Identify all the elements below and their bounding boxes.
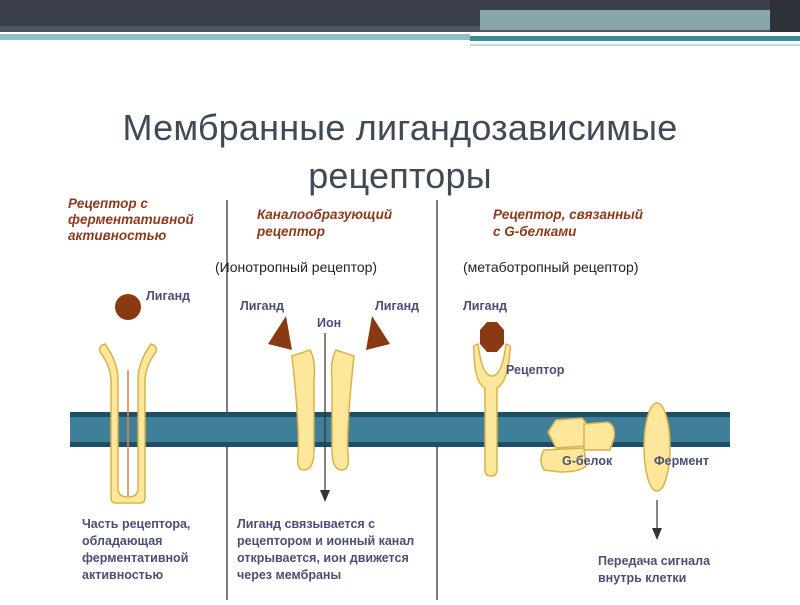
channel-ligand-left-label: Лиганд — [240, 299, 284, 313]
channel-subunit-right — [330, 349, 355, 471]
gprotein-desc-line-1: Передача сигнала — [598, 554, 711, 568]
gprotein-label: G-белок — [562, 454, 613, 468]
enzyme-label: Фермент — [654, 454, 709, 468]
top-teal-line-left — [0, 34, 470, 40]
channel-subtitle: (Ионотропный рецептор) — [215, 259, 377, 275]
channel-header-line-1: Каналообразующий — [257, 207, 393, 222]
channel-ion-label: Ион — [317, 316, 341, 330]
channel-desc-line-4: через мембраны — [237, 568, 341, 582]
top-corner-block — [770, 0, 800, 32]
top-accent-block — [480, 10, 770, 30]
enzymatic-header-line-2: ферментативной — [68, 212, 194, 227]
gprotein-header-line-1: Рецептор, связанный — [493, 207, 644, 222]
slide-title-line-2: рецепторы — [308, 155, 492, 196]
gprotein-header-line-2: с G-белками — [493, 224, 577, 239]
enzymatic-ligand — [115, 294, 141, 320]
enzymatic-desc-line-2: обладающая — [82, 534, 162, 548]
channel-header-line-2: рецептор — [256, 224, 325, 239]
cell-membrane — [70, 412, 730, 447]
gprotein-subtitle: (метаботропный рецептор) — [463, 259, 639, 275]
enzymatic-desc-line-4: активностью — [82, 568, 163, 582]
enzymatic-receptor — [98, 343, 158, 504]
channel-desc-line-2: рецептором и ионный канал — [237, 534, 414, 548]
column-enzymatic: Рецептор с ферментативной активностью Ли… — [68, 196, 194, 582]
channel-desc-line-3: открывается, ион движется — [237, 551, 409, 565]
slide-title-line-1: Мембранные лигандозависимые — [122, 107, 678, 148]
slide-title: Мембранные лигандозависимые рецепторы — [0, 104, 800, 200]
channel-ligand-right — [366, 316, 390, 350]
enzymatic-desc-line-3: ферментативной — [82, 551, 188, 565]
enzymatic-desc-line-1: Часть рецептора, — [82, 517, 190, 531]
gprotein-ligand-label: Лиганд — [463, 299, 507, 313]
channel-ligand-right-label: Лиганд — [375, 299, 419, 313]
top-thin-line — [470, 44, 800, 46]
column-gprotein: Рецептор, связанный с G-белками (метабот… — [463, 207, 711, 585]
top-decor-bar — [0, 0, 800, 46]
channel-ligand-left — [268, 316, 292, 350]
signal-arrowhead — [652, 528, 662, 540]
enzymatic-ligand-label: Лиганд — [146, 289, 190, 303]
enzyme — [643, 402, 671, 492]
top-mid-band — [0, 26, 800, 32]
channel-subunit-left — [291, 349, 316, 471]
gprotein-desc-line-2: внутрь клетки — [598, 571, 686, 585]
top-teal-line-right — [470, 36, 800, 41]
column-channel: Каналообразующий рецептор (Ионотропный р… — [215, 207, 419, 582]
gprotein-receptor — [472, 342, 512, 477]
enzymatic-header-line-1: Рецептор с — [68, 196, 148, 211]
enzymatic-header-line-3: активностью — [68, 228, 167, 243]
gprotein-ligand — [480, 322, 504, 352]
g-protein — [540, 417, 616, 473]
gprotein-receptor-label: Рецептор — [506, 363, 565, 377]
channel-desc-line-1: Лиганд связывается с — [237, 517, 375, 531]
ion-flow-arrowhead — [320, 490, 330, 502]
